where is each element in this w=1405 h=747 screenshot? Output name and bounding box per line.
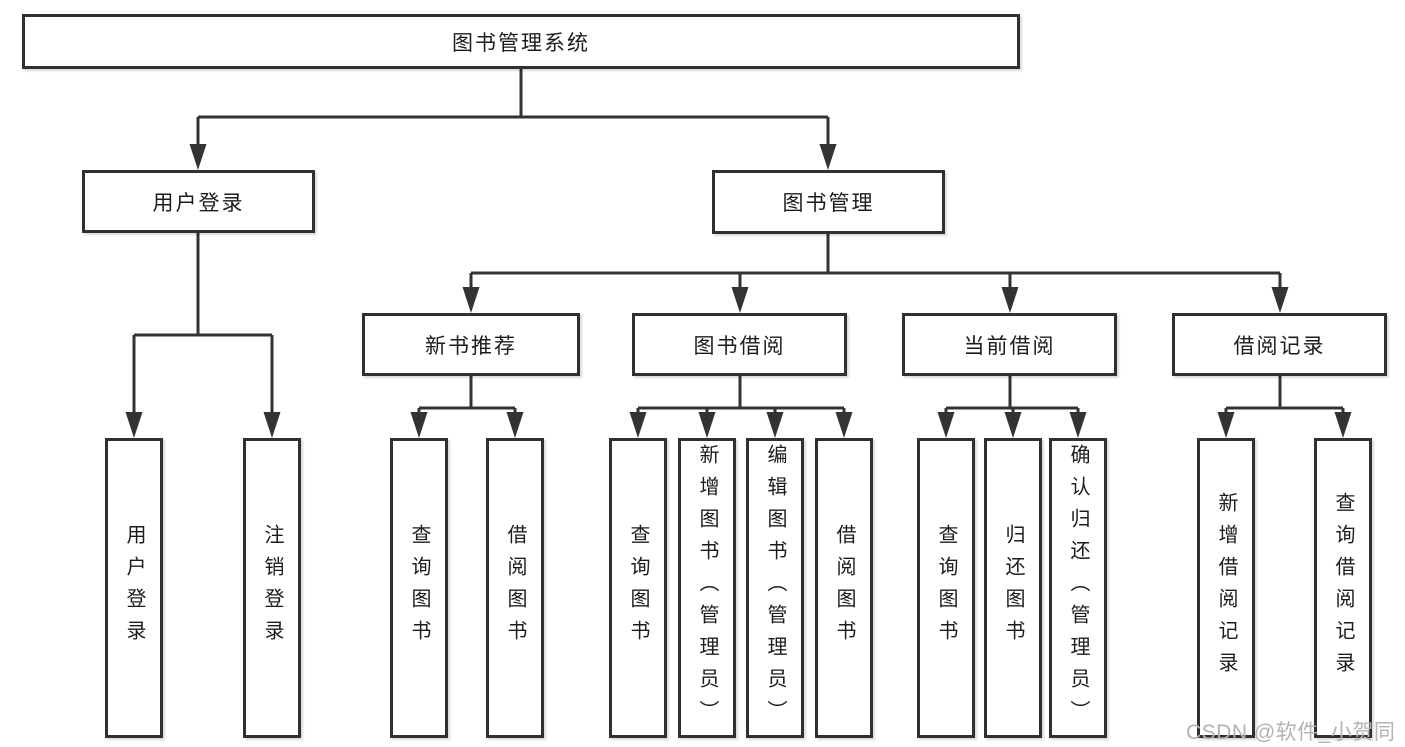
node-current-borrow: 当前借阅 bbox=[902, 313, 1117, 376]
leaf-label: 用户登录 bbox=[123, 524, 145, 652]
leaf-label: 归还图书 bbox=[1002, 524, 1024, 652]
leaf-borrow-books-recommend: 借阅图书 bbox=[486, 438, 544, 738]
leaf-user-login: 用户登录 bbox=[105, 438, 163, 738]
leaf-borrow-books: 借阅图书 bbox=[815, 438, 873, 738]
leaf-label: 查询借阅记录 bbox=[1332, 492, 1354, 684]
leaf-label: 查询图书 bbox=[627, 524, 649, 652]
leaf-label: 注销登录 bbox=[261, 524, 283, 652]
leaf-add-book-admin: 新增图书（管理员） bbox=[678, 438, 736, 738]
node-label: 图书管理系统 bbox=[452, 31, 590, 55]
leaf-edit-book-admin: 编辑图书（管理员） bbox=[746, 438, 804, 738]
node-label: 图书借阅 bbox=[693, 334, 786, 358]
node-label: 当前借阅 bbox=[963, 334, 1056, 358]
leaf-query-borrow-record: 查询借阅记录 bbox=[1314, 438, 1372, 738]
node-book-management: 图书管理 bbox=[712, 170, 945, 234]
node-book-borrow: 图书借阅 bbox=[632, 313, 847, 376]
leaf-confirm-return-admin: 确认归还（管理员） bbox=[1049, 438, 1107, 738]
leaf-label: 新增图书（管理员） bbox=[696, 444, 718, 732]
node-label: 新书推荐 bbox=[425, 334, 517, 358]
node-user-login: 用户登录 bbox=[82, 170, 315, 233]
leaf-query-books-borrow: 查询图书 bbox=[609, 438, 667, 738]
leaf-add-borrow-record: 新增借阅记录 bbox=[1197, 438, 1255, 738]
leaf-label: 查询图书 bbox=[408, 524, 430, 652]
leaf-label: 新增借阅记录 bbox=[1215, 492, 1237, 684]
leaf-return-book: 归还图书 bbox=[984, 438, 1042, 738]
leaf-logout: 注销登录 bbox=[243, 438, 301, 738]
leaf-label: 借阅图书 bbox=[833, 524, 855, 652]
leaf-query-books-recommend: 查询图书 bbox=[390, 438, 448, 738]
leaf-label: 确认归还（管理员） bbox=[1067, 444, 1089, 732]
node-label: 借阅记录 bbox=[1233, 334, 1326, 358]
leaf-label: 借阅图书 bbox=[504, 524, 526, 652]
node-label: 用户登录 bbox=[152, 191, 245, 215]
leaf-label: 查询图书 bbox=[935, 524, 957, 652]
node-borrow-records: 借阅记录 bbox=[1172, 313, 1387, 376]
csdn-watermark: CSDN @软件_小贺同学 bbox=[1186, 721, 1396, 744]
node-root-system: 图书管理系统 bbox=[22, 14, 1020, 69]
node-new-book-recommend: 新书推荐 bbox=[362, 313, 580, 376]
leaf-label: 编辑图书（管理员） bbox=[764, 444, 786, 732]
node-label: 图书管理 bbox=[782, 192, 875, 215]
leaf-query-books-current: 查询图书 bbox=[917, 438, 975, 738]
